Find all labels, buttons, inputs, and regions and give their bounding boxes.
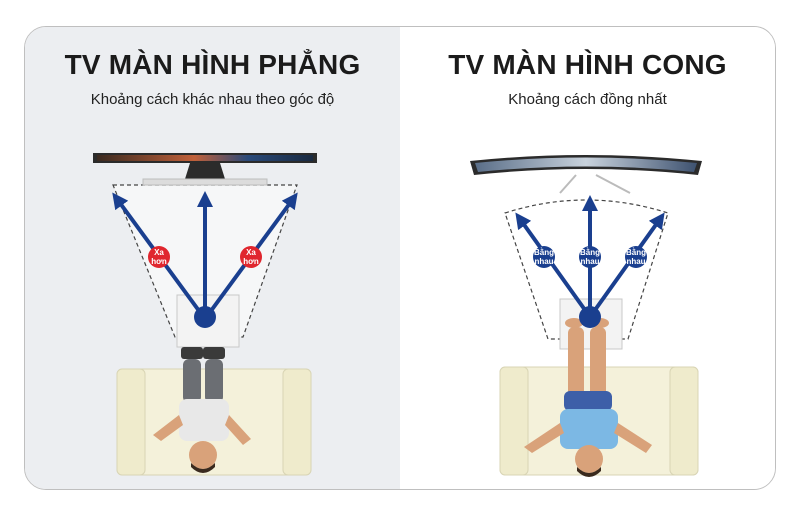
flat-tv-panel: Xa hơn Xa hơn TV MÀN HÌNH PHẲNG Khoảng c… <box>25 27 400 489</box>
badge-left-line1: Xa <box>154 248 164 257</box>
badge-center: Bằng nhau <box>579 246 601 268</box>
badge-right: Bằng nhau <box>625 246 647 268</box>
badge-right: Xa hơn <box>240 246 262 268</box>
viewing-cone <box>504 199 669 340</box>
flat-tv-icon <box>93 153 317 186</box>
person-icon <box>524 318 652 477</box>
badge-center-line1: Bằng <box>580 248 600 257</box>
curved-tv-subtitle: Khoảng cách đồng nhất <box>508 91 667 108</box>
curved-tv-panel: Bằng nhau Bằng nhau Bằng nhau TV MÀN HÌN… <box>400 27 775 489</box>
viewer-point <box>579 306 601 328</box>
badge-center-line2: nhau <box>580 257 599 266</box>
curved-tv-title: TV MÀN HÌNH CONG <box>448 49 727 80</box>
comparison-frame: Xa hơn Xa hơn TV MÀN HÌNH PHẲNG Khoảng c… <box>24 26 776 490</box>
curved-tv-icon <box>470 155 702 194</box>
curved-tv-scene: Bằng nhau Bằng nhau Bằng nhau <box>470 155 702 477</box>
badge-left: Xa hơn <box>148 246 170 268</box>
viewer-point <box>194 306 216 328</box>
badge-right-line2: hơn <box>243 257 259 266</box>
badge-left-line2: nhau <box>534 257 553 266</box>
flat-tv-scene: Xa hơn Xa hơn <box>93 153 317 476</box>
badge-left: Bằng nhau <box>533 246 555 268</box>
badge-right-line2: nhau <box>626 257 645 266</box>
person-icon <box>153 347 251 473</box>
badge-right-line1: Bằng <box>626 248 646 257</box>
badge-left-line1: Bằng <box>534 248 554 257</box>
badge-right-line1: Xa <box>246 248 256 257</box>
flat-tv-subtitle: Khoảng cách khác nhau theo góc độ <box>90 91 335 108</box>
flat-tv-title: TV MÀN HÌNH PHẲNG <box>64 49 361 80</box>
badge-left-line2: hơn <box>151 257 167 266</box>
